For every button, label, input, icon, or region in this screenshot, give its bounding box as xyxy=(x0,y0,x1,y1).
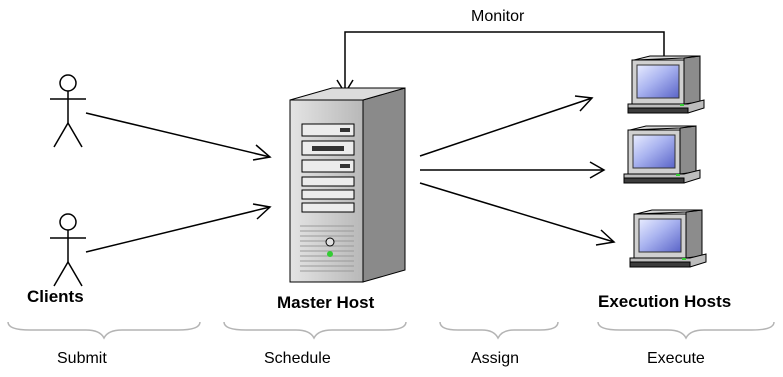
assign-arrow-1 xyxy=(419,95,594,157)
master-host-label: Master Host xyxy=(277,293,375,312)
stage-submit-label: Submit xyxy=(57,350,107,367)
client-1-stick-figure-icon xyxy=(50,74,86,148)
clients-label: Clients xyxy=(27,287,84,306)
stage-schedule-label: Schedule xyxy=(264,350,331,367)
execute-brace xyxy=(597,321,775,340)
execution-host-1-computer-monitor-icon xyxy=(627,55,705,114)
client-2-stick-figure-icon xyxy=(50,213,86,287)
execution-host-2-computer-monitor-icon xyxy=(623,125,701,184)
stage-assign-label: Assign xyxy=(471,350,520,367)
assign-brace xyxy=(439,321,559,340)
server-tower-icon xyxy=(289,87,406,283)
submit-arrow-1 xyxy=(85,112,272,161)
schedule-brace xyxy=(223,321,407,340)
execution-host-3-computer-monitor-icon xyxy=(629,209,707,268)
monitor-label: Monitor xyxy=(471,8,525,25)
submit-arrow-2 xyxy=(85,203,272,253)
submit-brace xyxy=(7,321,201,340)
monitor-feedback-line xyxy=(344,31,665,92)
stage-execute-label: Execute xyxy=(647,350,705,367)
assign-arrow-2 xyxy=(420,161,606,179)
execution-hosts-label: Execution Hosts xyxy=(598,292,732,311)
assign-arrow-3 xyxy=(419,182,616,246)
